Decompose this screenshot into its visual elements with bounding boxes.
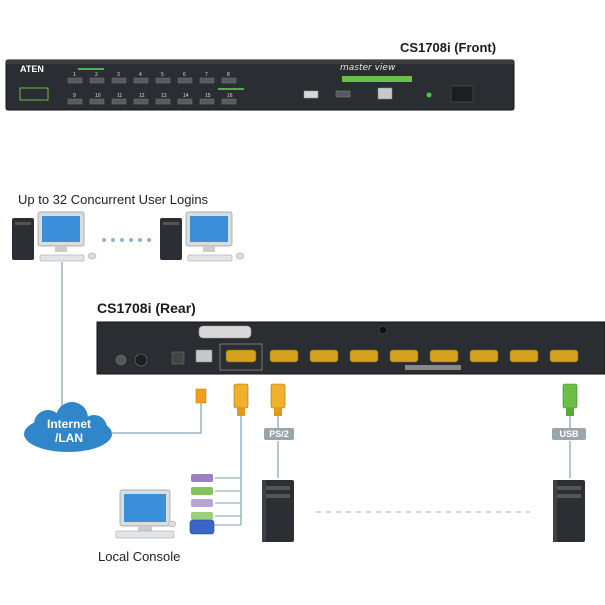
port-number-label: 3 (117, 72, 120, 78)
rear-lan-port (195, 349, 213, 363)
user-pc-right (160, 211, 245, 262)
power-button (450, 85, 474, 103)
daisy-chain-port (198, 325, 252, 339)
port-number-label: 8 (227, 72, 230, 78)
console-port-group (219, 343, 263, 371)
local-console-pc (115, 489, 177, 539)
front-led-strip-2 (218, 88, 244, 90)
port-number-label: 5 (161, 72, 164, 78)
rear-panel (96, 321, 605, 375)
port-number-label: 6 (183, 72, 186, 78)
audio-plug-1 (191, 499, 213, 507)
vga-plug (189, 519, 215, 535)
aten-logo: ATEN (20, 64, 44, 74)
rear-model-plate (405, 365, 461, 370)
console-connector-fan (189, 474, 241, 535)
model-badge (342, 76, 412, 82)
port-number-label: 13 (161, 93, 167, 99)
usb-kvm-cable (562, 383, 578, 478)
port-number-label: 2 (95, 72, 98, 78)
ps2-keyboard-plug (191, 474, 213, 482)
port-number-label: 11 (117, 93, 123, 99)
internet-lan-cloud (24, 402, 112, 452)
port-number-label: 12 (139, 93, 145, 99)
kvm-ports (269, 349, 579, 363)
port-number-label: 1 (73, 72, 76, 78)
ps2-kvm-cable (270, 383, 286, 478)
server-usb (553, 480, 585, 542)
front-panel (5, 59, 515, 111)
ps2-mouse-plug (191, 487, 213, 495)
port-number-label: 7 (205, 72, 208, 78)
power-led (426, 92, 432, 98)
front-small-button (335, 90, 351, 98)
front-led-strip (78, 68, 104, 70)
port-number-label: 9 (73, 93, 76, 99)
front-panel-title: CS1708i (Front) (400, 40, 497, 55)
server-ps2 (262, 480, 294, 542)
front-lan-port (377, 87, 393, 100)
lan-cable (112, 388, 207, 434)
rear-panel-title: CS1708i (Rear) (97, 300, 196, 316)
usb-tag: USB (552, 428, 586, 440)
master-view-logo: master view (340, 63, 396, 73)
console-cable-connector (233, 383, 249, 525)
port-number-label: 4 (139, 72, 142, 78)
ps2-tag: PS/2 (264, 428, 294, 440)
connection-dots (102, 238, 151, 242)
port-number-label: 14 (183, 93, 189, 99)
local-console-label: Local Console (98, 549, 181, 564)
user-pc-left (12, 211, 97, 262)
concurrent-logins-label: Up to 32 Concurrent User Logins (18, 192, 209, 207)
front-usb-port (303, 90, 319, 99)
audio-plug-2 (191, 512, 213, 520)
cloud-label: Internet /LAN (46, 417, 91, 445)
port-number-label: 16 (227, 93, 233, 99)
power-socket (134, 353, 148, 367)
port-number-label: 15 (205, 93, 211, 99)
port-buttons (67, 77, 237, 105)
on-the-net-logo (19, 87, 49, 101)
port-number-label: 10 (95, 93, 101, 99)
